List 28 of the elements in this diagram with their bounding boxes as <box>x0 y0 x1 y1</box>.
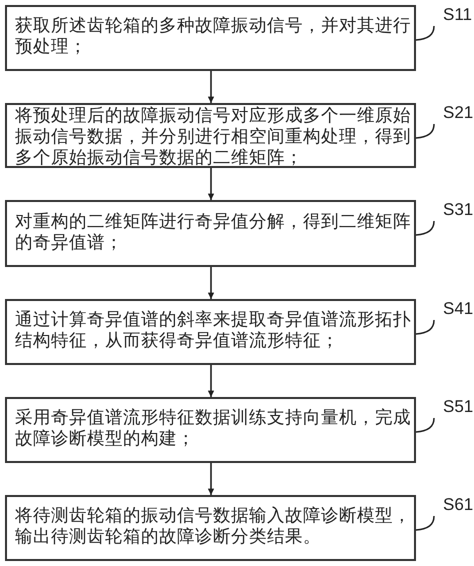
step-label: S61 <box>443 495 474 515</box>
arrow <box>208 463 214 495</box>
arrow <box>208 71 214 103</box>
step-label: S51 <box>443 397 474 417</box>
step-label: S41 <box>443 299 474 319</box>
step-label: S31 <box>443 200 474 220</box>
step-text: 将预处理后的故障振动信号对应形成多个一维原始振动信号数据，并分别进行相空间重构处理，得到多个原始振动信号数据的二维矩阵； <box>15 106 412 169</box>
process-box <box>5 397 416 463</box>
process-box <box>5 495 416 561</box>
arrow <box>208 267 214 299</box>
step-text: 对重构的二维矩阵进行奇异值分解，得到二维矩阵的奇异值谱； <box>15 212 412 254</box>
leader-line <box>416 320 435 335</box>
leader-line <box>416 516 435 531</box>
arrow <box>208 168 214 200</box>
step-text: 采用奇异值谱流形特征数据训练支持向量机，完成故障诊断模型的构建； <box>15 408 412 450</box>
arrow <box>208 365 214 397</box>
step-label: S11 <box>443 5 472 25</box>
step-label: S21 <box>443 103 474 123</box>
process-box <box>5 299 416 365</box>
step-text: 获取所述齿轮箱的多种故障振动信号，并对其进行预处理； <box>15 16 412 58</box>
leader-line <box>416 220 435 236</box>
step-text: 将待测齿轮箱的振动信号数据输入故障诊断模型，输出待测齿轮箱的故障诊断分类结果。 <box>15 506 412 548</box>
leader-line <box>416 418 435 433</box>
process-box <box>5 5 416 71</box>
leader-line <box>416 124 435 139</box>
process-box <box>5 200 416 267</box>
leader-line <box>416 26 435 41</box>
step-text: 通过计算奇异值谱的斜率来提取奇异值谱流形拓扑结构特征，从而获得奇异值谱流形特征； <box>15 310 412 352</box>
